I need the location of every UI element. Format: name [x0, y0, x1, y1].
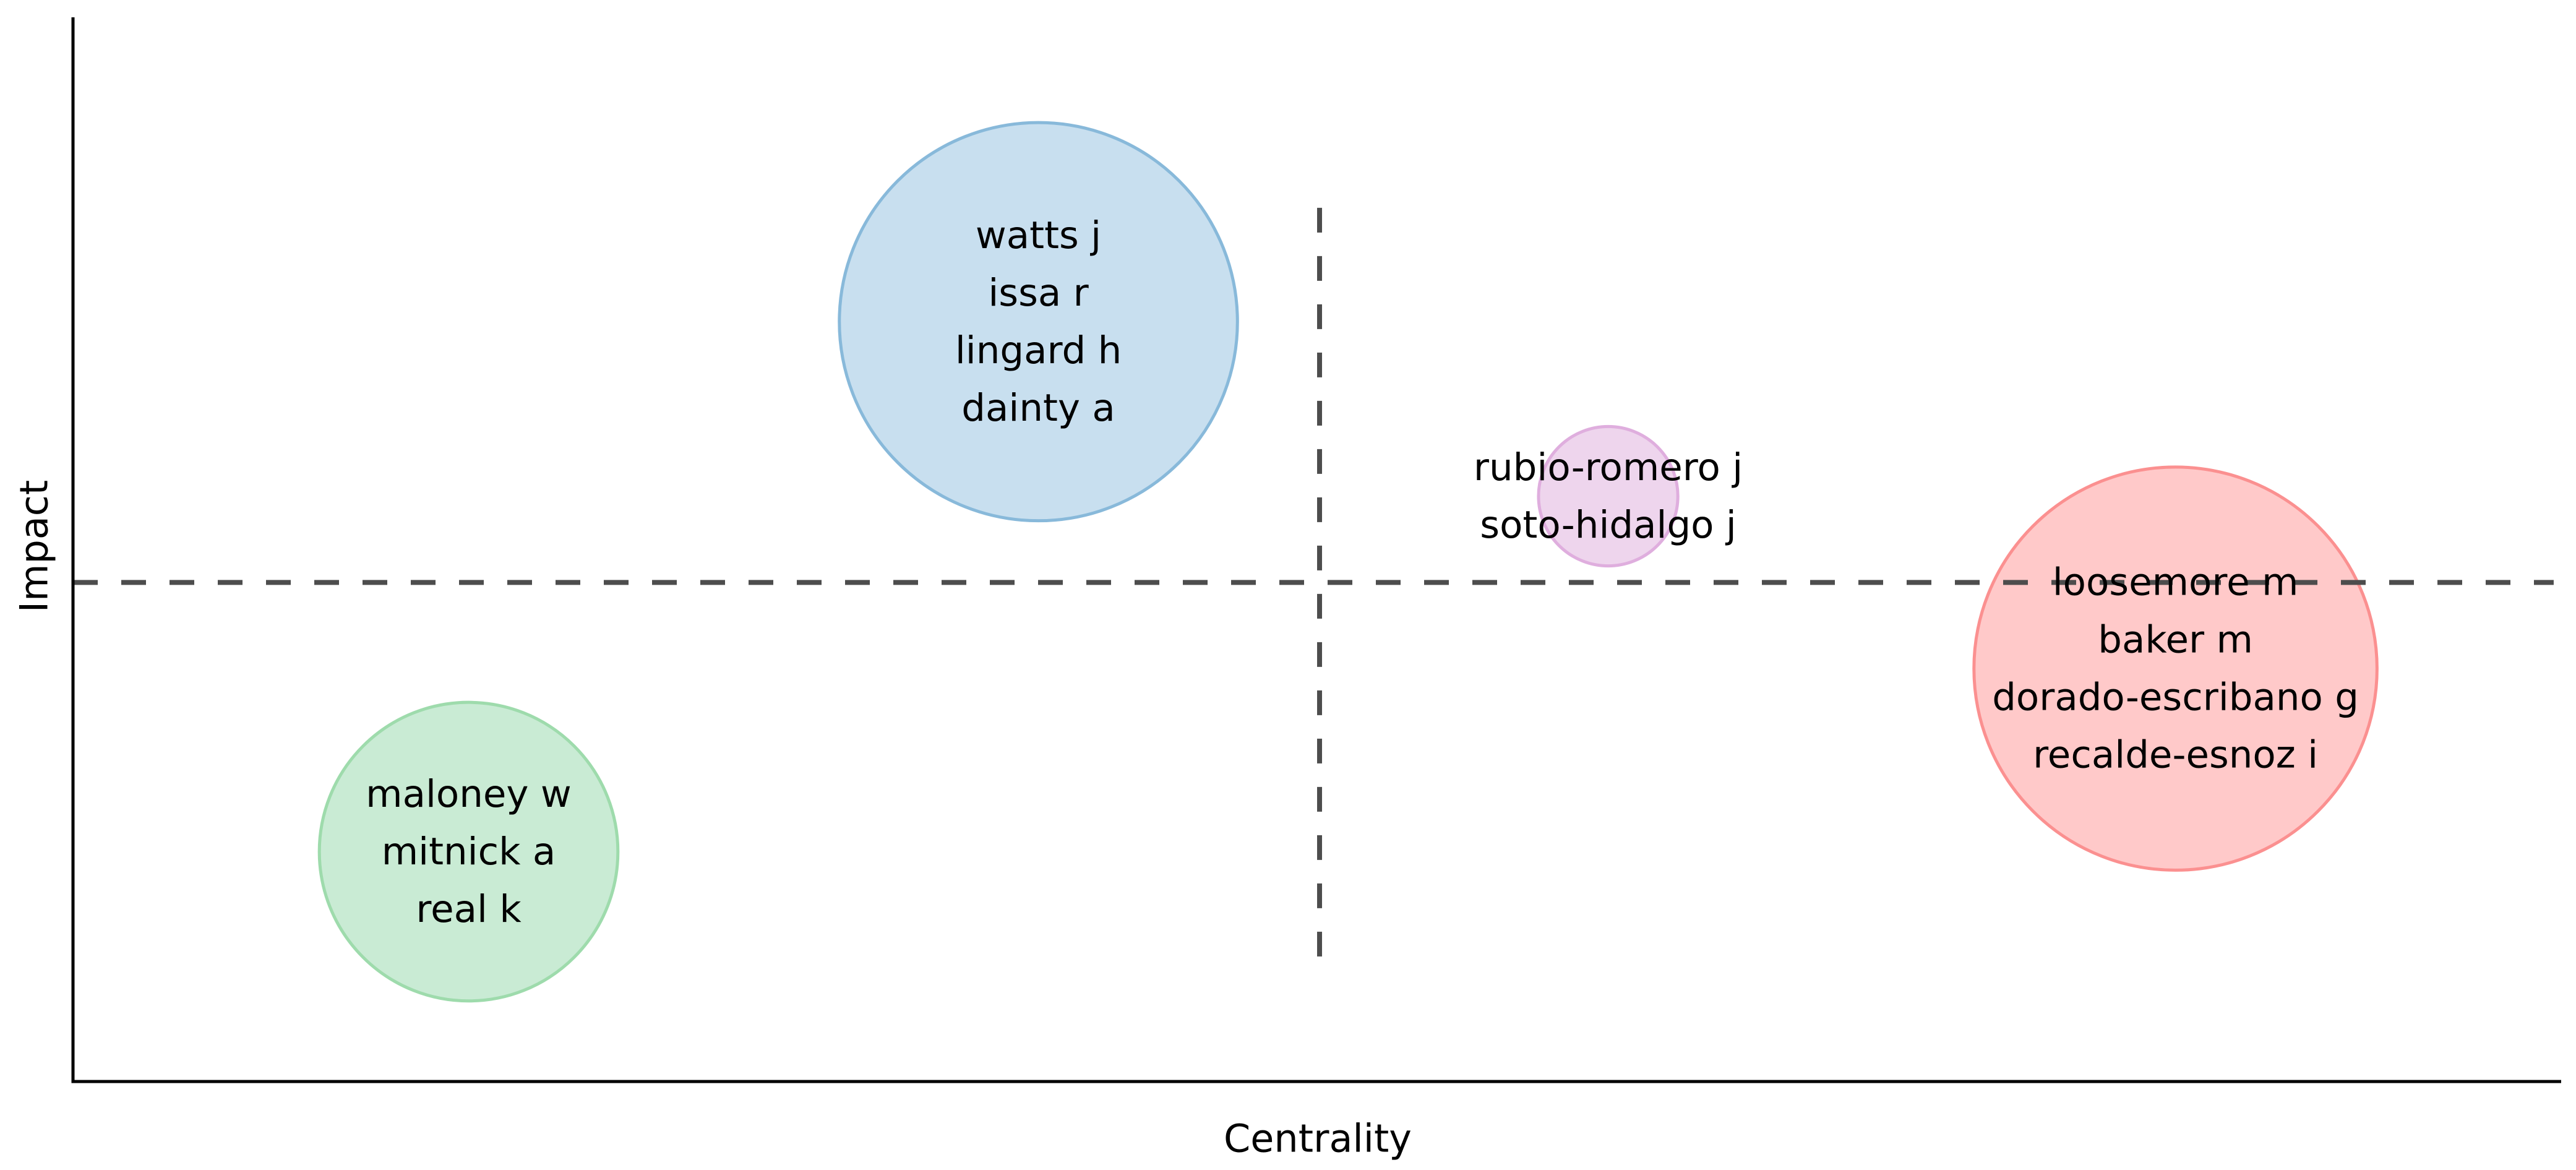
bubble-labels-layer: watts j issa r lingard h dainty a maloney w m… [366, 213, 2359, 931]
cluster-blue-label-line: issa r [988, 271, 1089, 315]
cluster-green-label-line: real k [416, 887, 522, 931]
cluster-blue-label-line: watts j [976, 213, 1101, 257]
cluster-red-label-line: loosemore m [2053, 561, 2299, 604]
cluster-purple-bubble [1537, 424, 1680, 568]
cluster-green-bubble [317, 700, 620, 1003]
cluster-blue-label-line: dainty a [961, 386, 1115, 430]
x-axis-label: Centrality [1224, 1116, 1412, 1161]
bubbles-layer [317, 121, 2379, 1003]
y-axis-label: Impact [12, 480, 57, 613]
cluster-red-label-line: baker m [2098, 618, 2253, 662]
cluster-green-label-line: maloney w [366, 772, 572, 816]
cluster-green-label-line: mitnick a [382, 830, 556, 874]
cluster-red-label-line: recalde-esnoz i [2033, 733, 2318, 777]
cluster-blue-bubble [838, 121, 1239, 523]
cluster-blue-label-line: lingard h [955, 329, 1122, 372]
quadrant-lines-layer [73, 207, 2554, 969]
cluster-purple-label-line: soto-hidalgo j [1480, 503, 1737, 547]
cluster-red-label-line: dorado-escribano g [1992, 676, 2359, 720]
cluster-purple-label-line: rubio-romero j [1474, 445, 1743, 489]
cluster-red-bubble [1972, 465, 2379, 872]
